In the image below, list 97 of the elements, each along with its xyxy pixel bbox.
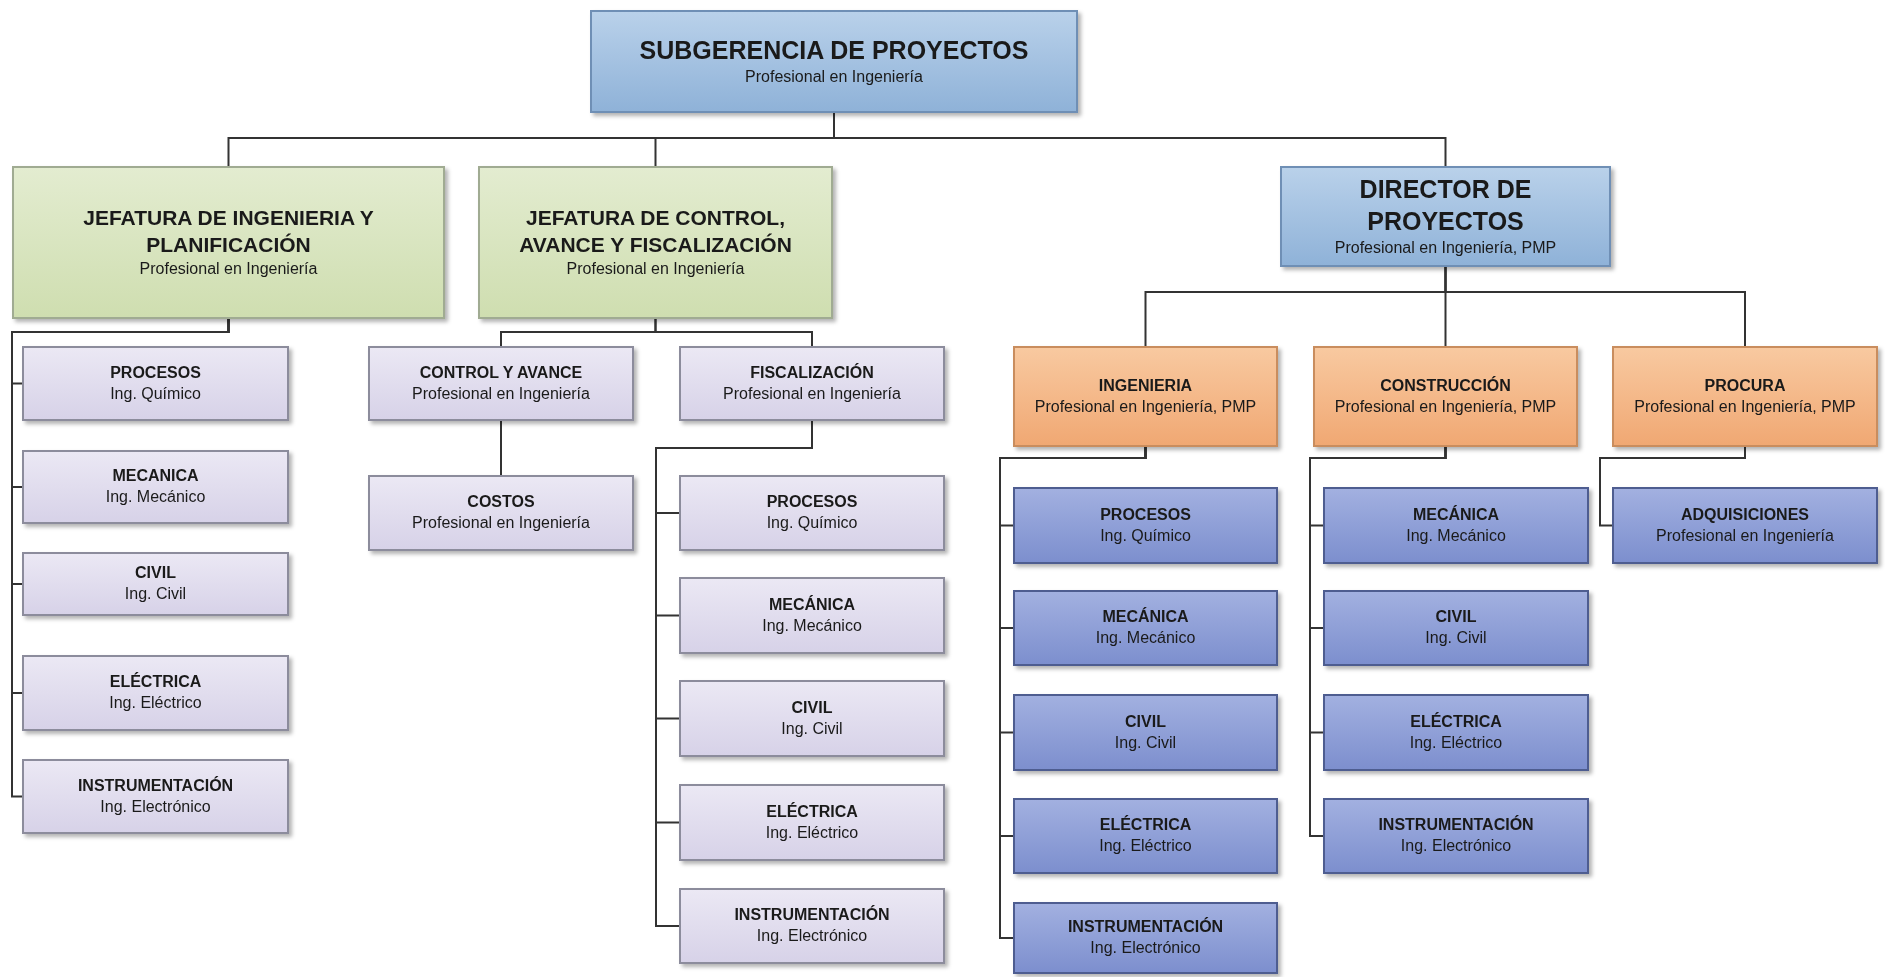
position-title: CONTROL Y AVANCE	[419, 362, 583, 383]
position-profile: Profesional en Ingeniería	[412, 383, 590, 404]
position-profile: Profesional en Ingeniería	[1656, 525, 1834, 546]
org-box	[679, 784, 945, 861]
position-profile: Ing. Electrónico	[1090, 938, 1201, 958]
org-box	[1323, 590, 1589, 666]
position-profile: Profesional en Ingeniería, PMP	[1334, 237, 1557, 258]
connector-line	[1444, 266, 1746, 347]
org-box	[1612, 346, 1878, 447]
position-profile: Ing. Mecánico	[1095, 628, 1196, 648]
position-title: PROCESOS	[110, 362, 201, 383]
org-box	[368, 475, 634, 551]
position-profile: Ing. Civil	[781, 718, 843, 739]
position-title: MECÁNICA	[768, 594, 856, 615]
position-title: ELÉCTRICA	[1410, 711, 1502, 732]
connector-line	[654, 318, 813, 347]
org-box	[679, 346, 945, 421]
org-box	[1013, 487, 1278, 564]
position-title: CIVIL	[1125, 711, 1166, 732]
position-title: CIVIL	[1435, 607, 1477, 627]
position-profile: Ing. Químico	[766, 513, 858, 533]
org-box	[590, 10, 1078, 113]
position-profile: Profesional en Ingeniería	[412, 513, 590, 533]
org-box	[1013, 902, 1278, 974]
org-box	[1612, 487, 1878, 564]
position-profile: Ing. Químico	[110, 383, 201, 404]
position-title: PROCESOS	[1100, 504, 1191, 525]
connector-line	[11, 318, 230, 798]
connector-line	[1309, 446, 1447, 837]
position-profile: Ing. Electrónico	[1400, 836, 1512, 856]
position-profile: Ing. Civil	[1425, 628, 1487, 648]
position-title: INSTRUMENTACIÓN	[1067, 917, 1224, 937]
position-profile: Ing. Químico	[1100, 525, 1191, 546]
position-profile: Profesional en Ingeniería	[566, 258, 745, 279]
position-profile: Profesional en Ingeniería	[723, 383, 901, 404]
position-profile: Ing. Civil	[1114, 732, 1177, 753]
position-title: ELÉCTRICA	[109, 672, 202, 692]
position-title: DIRECTOR DE PROYECTOS	[1358, 174, 1533, 237]
org-box	[12, 166, 445, 319]
connector-line	[1599, 446, 1746, 527]
position-title: JEFATURA DE INGENIERIA Y PLANIFICACIÓN	[82, 205, 375, 258]
position-title: INGENIERIA	[1098, 375, 1193, 396]
position-title: MECÁNICA	[1102, 607, 1189, 627]
position-profile: Ing. Electrónico	[100, 796, 211, 817]
org-box	[368, 346, 634, 421]
position-title: ADQUISICIONES	[1681, 504, 1809, 525]
position-title: MECANICA	[112, 466, 199, 486]
position-title: INSTRUMENTACIÓN	[734, 905, 890, 925]
position-profile: Profesional en Ingeniería	[139, 258, 318, 279]
org-box	[22, 759, 289, 834]
position-title: JEFATURA DE CONTROL, AVANCE Y FISCALIZACIÓN	[518, 205, 793, 258]
position-profile: Ing. Civil	[124, 584, 187, 604]
org-box	[679, 888, 945, 964]
position-profile: Profesional en Ingeniería	[745, 67, 923, 88]
position-profile: Profesional en Ingeniería, PMP	[1034, 396, 1257, 417]
org-box	[1313, 346, 1578, 447]
org-box	[22, 346, 289, 421]
position-title: COSTOS	[467, 492, 535, 512]
position-title: PROCURA	[1704, 375, 1786, 396]
org-box	[1013, 590, 1278, 666]
position-profile: Ing. Mecánico	[1406, 525, 1506, 546]
position-title: SUBGERENCIA DE PROYECTOS	[639, 34, 1029, 66]
org-box	[679, 577, 945, 654]
position-title: CONSTRUCCIÓN	[1380, 375, 1511, 396]
position-profile: Profesional en Ingeniería, PMP	[1334, 396, 1557, 417]
connector-line	[999, 446, 1147, 939]
position-title: ELÉCTRICA	[1099, 815, 1192, 835]
org-box	[1013, 694, 1278, 771]
position-profile: Ing. Eléctrico	[1409, 732, 1503, 753]
org-box	[22, 655, 289, 731]
position-title: INSTRUMENTACIÓN	[1378, 815, 1534, 835]
org-box	[22, 450, 289, 524]
position-profile: Ing. Eléctrico	[1099, 836, 1192, 856]
position-title: ELÉCTRICA	[766, 801, 858, 822]
position-title: CIVIL	[791, 697, 833, 718]
position-title: FISCALIZACIÓN	[750, 362, 874, 383]
position-profile: Ing. Mecánico	[105, 487, 206, 507]
org-box	[1280, 166, 1611, 267]
position-title: CIVIL	[135, 563, 176, 583]
position-title: INSTRUMENTACIÓN	[77, 775, 234, 796]
org-box	[1013, 798, 1278, 874]
connector-line	[500, 420, 502, 476]
position-title: PROCESOS	[766, 492, 858, 512]
position-profile: Ing. Eléctrico	[109, 693, 202, 713]
position-title: MECÁNICA	[1412, 504, 1500, 525]
position-profile: Ing. Electrónico	[756, 926, 868, 946]
org-box	[1323, 798, 1589, 874]
position-profile: Profesional en Ingeniería, PMP	[1634, 396, 1856, 417]
org-box	[1323, 694, 1589, 771]
org-box	[1013, 346, 1278, 447]
org-box	[679, 475, 945, 551]
position-profile: Ing. Mecánico	[762, 615, 862, 636]
org-box	[679, 680, 945, 757]
org-box	[22, 552, 289, 616]
position-profile: Ing. Eléctrico	[765, 822, 859, 843]
org-box	[1323, 487, 1589, 564]
org-box	[478, 166, 833, 319]
